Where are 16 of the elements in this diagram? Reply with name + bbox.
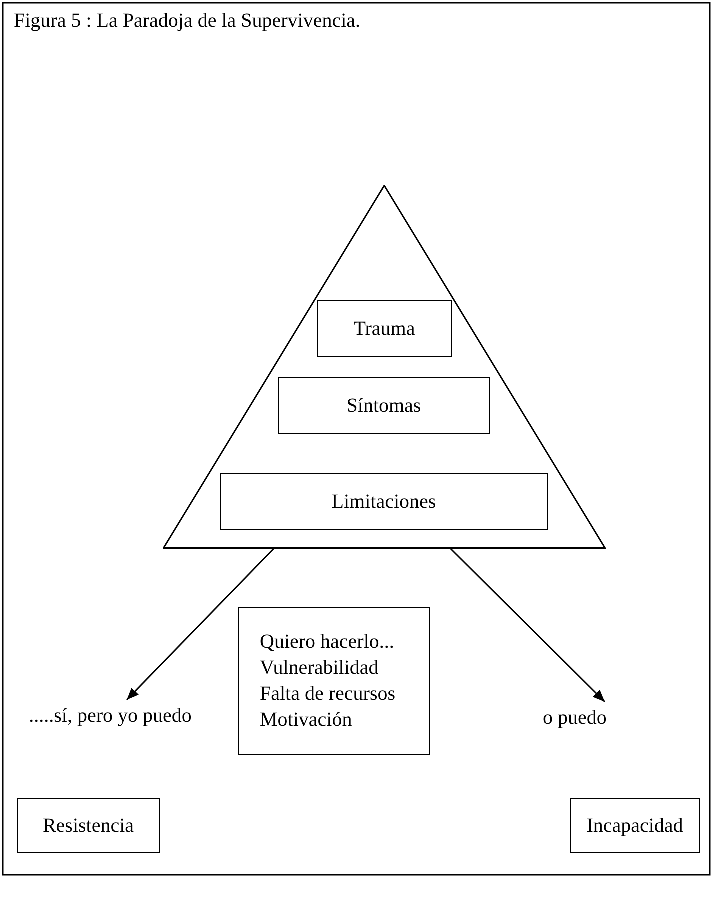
label-box: Limitaciones <box>220 473 548 530</box>
arrow <box>450 548 606 703</box>
arrow-target-text: .....sí, pero yo puedo <box>28 704 193 729</box>
label-box: Resistencia <box>17 798 160 853</box>
list-box <box>238 607 430 755</box>
label-box: Incapacidad <box>570 798 700 853</box>
list-item: Motivación <box>260 708 352 733</box>
arrow <box>126 548 274 701</box>
triangle-shape <box>163 185 606 549</box>
label-box: Trauma <box>317 300 452 357</box>
list-item: Quiero hacerlo... <box>260 630 394 655</box>
arrow-target-text: o puedo <box>542 706 608 731</box>
label-box: Síntomas <box>278 377 490 434</box>
figure-title: Figura 5 : La Paradoja de la Supervivencia. <box>14 10 361 33</box>
list-item: Falta de recursos <box>260 682 396 707</box>
list-item: Vulnerabilidad <box>260 656 379 681</box>
